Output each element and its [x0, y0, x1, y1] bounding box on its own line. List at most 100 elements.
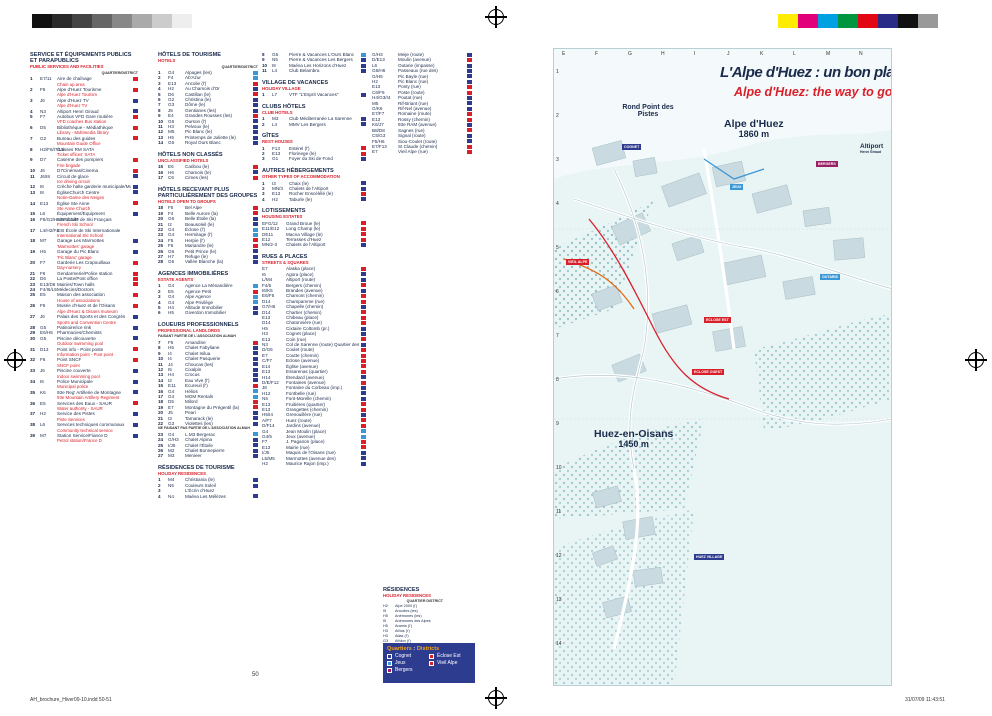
- district-color-square: [253, 400, 258, 405]
- item-name: Rif-Nel (avenue): [398, 106, 432, 112]
- grid-reference: E13: [262, 336, 271, 342]
- district-color-square: [361, 288, 366, 293]
- district-color-square: [253, 81, 258, 86]
- grid-reference: G4: [262, 428, 269, 434]
- grid-reference: G/K6: [372, 106, 383, 112]
- item-name: Crèche halte garderie municipale/Municip…: [57, 184, 131, 190]
- item-name: Brandes (avenue): [286, 288, 323, 293]
- item-number: 17: [158, 393, 164, 399]
- item-name: Chapelle (chemin): [286, 304, 324, 310]
- grid-reference: E11/E12: [262, 226, 280, 232]
- item-name: Patinoire/Ice rink: [57, 324, 92, 330]
- grid-reference: E13: [262, 401, 271, 407]
- district-tag-cognet[interactable]: COGNET: [622, 144, 642, 150]
- file-name: AH_brochure_Hiver09-10.indd 50-51: [30, 697, 112, 703]
- district-color-square: [361, 52, 366, 57]
- grid-reference: D7: [40, 157, 46, 163]
- item-number: 16: [158, 388, 164, 394]
- district-color-square: [253, 222, 258, 227]
- grid-reference: I2: [168, 221, 172, 227]
- item-number: 25: [158, 243, 164, 249]
- grid-reference: G5: [272, 52, 279, 57]
- item-name: Estérel (l'): [289, 145, 310, 151]
- grid-reference: MN/3: [272, 185, 283, 191]
- item-number: 15: [158, 164, 164, 170]
- district-color-square: [253, 289, 258, 294]
- grid-reference: H2: [272, 196, 278, 202]
- district-color-square: [361, 391, 366, 396]
- district-color-square: [253, 284, 258, 289]
- grid-reference: I6/K5: [262, 288, 273, 293]
- item-name: Coulet (route): [286, 347, 315, 353]
- resort-map[interactable]: L'Alpe d'Huez : un bon plan ! Alpe d'Hue…: [553, 48, 892, 686]
- item-number: 11: [158, 124, 163, 130]
- district-tag-vieil-alpe[interactable]: VIEIL ALPE: [566, 259, 590, 265]
- district-tag-jeux[interactable]: JEUX: [730, 184, 744, 190]
- item-name: Christina (le): [185, 97, 212, 103]
- altiport-subtitle: Henri Giraud: [860, 149, 882, 154]
- item-number: 14: [158, 377, 164, 383]
- item-english-name: Notre-Dame des Neiges: [57, 195, 105, 201]
- grid-reference: H4: [168, 372, 174, 378]
- item-name: Maurice Rajon (imp.): [286, 461, 329, 466]
- grid-reference: H5: [168, 345, 174, 351]
- district-tag-huez-village[interactable]: HUEZ VILLAGE: [694, 554, 725, 560]
- item-name: Essarenas (quartier): [286, 369, 328, 375]
- grid-reference: E7/F13: [372, 143, 387, 149]
- grid-reference: F5/H6: [372, 138, 385, 144]
- grid-reference: M2: [168, 448, 175, 453]
- item-name: Pierre & Vacances L'Ours Blanc: [289, 52, 355, 57]
- item-name: Alpages (les): [185, 70, 212, 76]
- item-name: Fruitières (quartier): [286, 401, 326, 407]
- item-name: Printemps de Juliette (le): [185, 134, 236, 140]
- district-color-square: [253, 243, 258, 248]
- item-name: 93e RAM (avenue): [398, 122, 437, 128]
- item-name: Gendarmerie/Police station: [57, 270, 113, 276]
- district-color-square: [133, 412, 138, 417]
- district-tag-eclose-ouest[interactable]: ECLOSE OUEST: [692, 369, 725, 375]
- district-color-square: [361, 358, 366, 363]
- item-name: Macna Village (le): [286, 231, 323, 237]
- item-name: Services techniques communaux: [57, 422, 125, 428]
- grid-reference: H5: [262, 325, 268, 331]
- district-tag-bergers[interactable]: BERGERS: [816, 161, 838, 167]
- district-color-square: [467, 58, 472, 63]
- district-color-square: [361, 63, 366, 68]
- district-color-square: [253, 389, 258, 394]
- item-number: 5: [158, 305, 161, 311]
- district-color-square: [133, 379, 138, 384]
- grid-reference: M7: [40, 433, 47, 439]
- grid-reference: F4: [168, 75, 174, 81]
- item-number: 9: [262, 57, 265, 63]
- grid-reference: G6: [168, 259, 175, 265]
- item-number: 25: [30, 292, 36, 298]
- district-tag-outaris[interactable]: OUTARIS: [820, 274, 840, 280]
- item-number: 18: [30, 238, 36, 244]
- grid-reference: J6/I8: [40, 173, 50, 179]
- color-bar-right: [778, 14, 938, 28]
- item-name: Alpe d'Huez Tourisme: [57, 87, 102, 93]
- grid-reference: C6: [168, 175, 174, 181]
- item-number: 10: [158, 356, 164, 362]
- district-tag-eclose-est[interactable]: ECLOSE EST: [704, 317, 731, 323]
